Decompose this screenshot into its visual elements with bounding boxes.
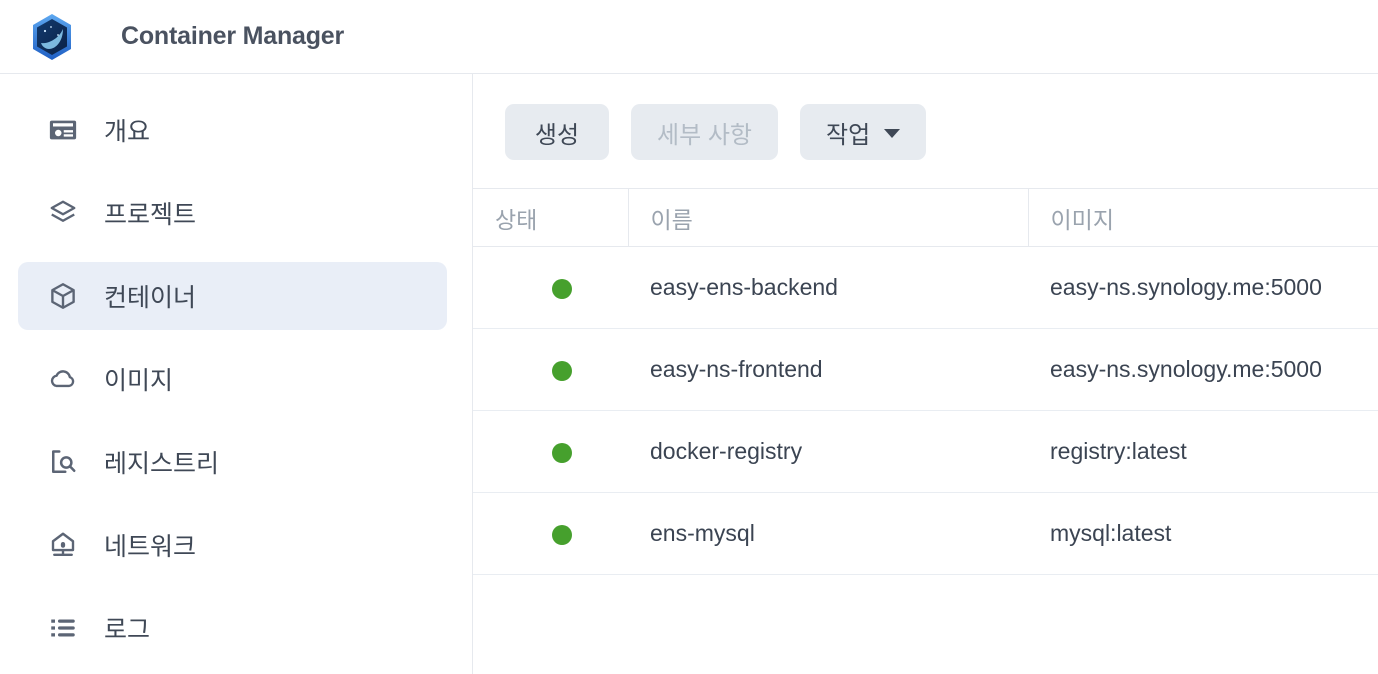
list-icon bbox=[46, 611, 80, 645]
table-body: easy-ens-backend easy-ns.synology.me:500… bbox=[473, 246, 1378, 575]
sidebar-item-label: 개요 bbox=[104, 118, 151, 146]
cell-name: docker-registry bbox=[628, 410, 1028, 493]
container-image: easy-ns.synology.me:5000 bbox=[1050, 274, 1322, 300]
app-header: Container Manager bbox=[0, 0, 1378, 74]
sidebar: 개요 프로젝트 컨테이너 bbox=[0, 74, 473, 674]
cell-status bbox=[473, 246, 628, 329]
column-header-name[interactable]: 이름 bbox=[627, 188, 1028, 247]
action-dropdown-button[interactable]: 작업 bbox=[800, 104, 927, 160]
layers-icon bbox=[46, 196, 80, 230]
status-running-dot-icon bbox=[551, 524, 572, 545]
sidebar-item-image[interactable]: 이미지 bbox=[18, 345, 447, 413]
container-name: easy-ens-backend bbox=[650, 274, 838, 300]
container-image: easy-ns.synology.me:5000 bbox=[1050, 356, 1322, 382]
sidebar-item-label: 레지스트리 bbox=[104, 450, 220, 478]
container-name: ens-mysql bbox=[650, 520, 755, 546]
cell-image: registry:latest bbox=[1028, 410, 1378, 493]
container-table: 상태 이름 이미지 easy-ens-backend bbox=[473, 188, 1378, 575]
container-name: docker-registry bbox=[650, 438, 803, 464]
column-header-status[interactable]: 상태 bbox=[473, 188, 628, 247]
container-table-wrap: 상태 이름 이미지 easy-ens-backend bbox=[473, 188, 1378, 674]
sidebar-item-label: 컨테이너 bbox=[104, 284, 197, 312]
container-name: easy-ns-frontend bbox=[650, 356, 823, 382]
chevron-down-icon bbox=[884, 129, 901, 138]
container-image: registry:latest bbox=[1050, 438, 1187, 464]
sidebar-item-project[interactable]: 프로젝트 bbox=[18, 179, 447, 247]
sidebar-item-log[interactable]: 로그 bbox=[18, 594, 447, 662]
main-panel: 생성 세부 사항 작업 상태 이름 이미지 bbox=[473, 74, 1378, 674]
card-overview-icon bbox=[46, 113, 80, 147]
hexagon-whale-logo-icon bbox=[25, 10, 79, 64]
status-running-dot-icon bbox=[551, 278, 572, 299]
container-image: mysql:latest bbox=[1050, 520, 1172, 546]
cell-status bbox=[473, 328, 628, 411]
cell-status bbox=[473, 410, 628, 493]
status-running-dot-icon bbox=[551, 442, 572, 463]
table-row[interactable]: easy-ns-frontend easy-ns.synology.me:500… bbox=[473, 328, 1378, 411]
sidebar-item-network[interactable]: 네트워크 bbox=[18, 511, 447, 579]
action-button-label: 작업 bbox=[826, 121, 871, 149]
column-header-image[interactable]: 이미지 bbox=[1027, 188, 1378, 247]
body-region: 개요 프로젝트 컨테이너 bbox=[0, 74, 1378, 674]
cell-name: easy-ens-backend bbox=[628, 246, 1028, 329]
sidebar-item-container[interactable]: 컨테이너 bbox=[18, 262, 447, 330]
cell-name: ens-mysql bbox=[628, 492, 1028, 575]
table-row[interactable]: ens-mysql mysql:latest bbox=[473, 492, 1378, 575]
sidebar-item-registry[interactable]: 레지스트리 bbox=[18, 428, 447, 496]
status-running-dot-icon bbox=[551, 360, 572, 381]
table-header-row: 상태 이름 이미지 bbox=[473, 188, 1378, 247]
cell-image: easy-ns.synology.me:5000 bbox=[1028, 246, 1378, 329]
cell-image: easy-ns.synology.me:5000 bbox=[1028, 328, 1378, 411]
sidebar-item-label: 로그 bbox=[104, 616, 151, 644]
search-box-icon bbox=[46, 445, 80, 479]
cell-status bbox=[473, 492, 628, 575]
cube-icon bbox=[46, 279, 80, 313]
create-button[interactable]: 생성 bbox=[505, 104, 609, 160]
table-row[interactable]: easy-ens-backend easy-ns.synology.me:500… bbox=[473, 246, 1378, 329]
cloud-icon bbox=[46, 362, 80, 396]
network-house-icon bbox=[46, 528, 80, 562]
details-button[interactable]: 세부 사항 bbox=[631, 104, 778, 160]
cell-name: easy-ns-frontend bbox=[628, 328, 1028, 411]
sidebar-item-label: 이미지 bbox=[104, 367, 174, 395]
sidebar-item-label: 프로젝트 bbox=[104, 201, 197, 229]
cell-image: mysql:latest bbox=[1028, 492, 1378, 575]
sidebar-item-label: 네트워크 bbox=[104, 533, 197, 561]
table-header: 상태 이름 이미지 bbox=[473, 188, 1378, 247]
toolbar: 생성 세부 사항 작업 bbox=[473, 74, 1378, 160]
table-row[interactable]: docker-registry registry:latest bbox=[473, 410, 1378, 493]
page-title: Container Manager bbox=[121, 22, 345, 50]
sidebar-item-overview[interactable]: 개요 bbox=[18, 96, 447, 164]
